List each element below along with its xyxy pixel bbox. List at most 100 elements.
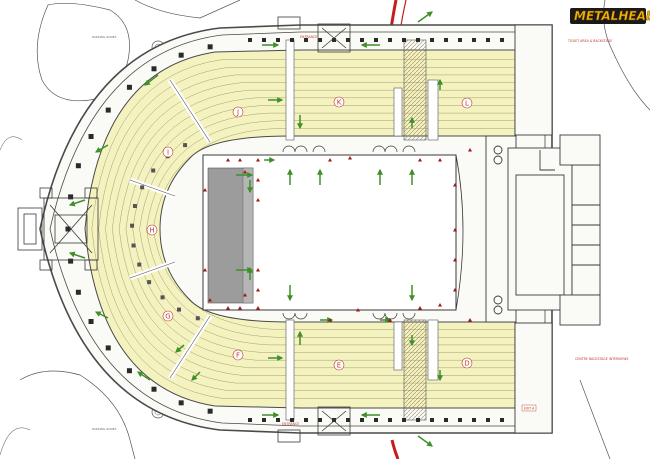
info-marker — [256, 306, 260, 310]
column — [430, 418, 434, 422]
column — [486, 418, 490, 422]
bottom-tag: EXIT A — [524, 407, 535, 411]
info-marker — [238, 158, 242, 162]
column — [416, 38, 420, 42]
column — [360, 418, 364, 422]
column — [346, 418, 350, 422]
column — [195, 316, 200, 321]
section-letter: F — [236, 351, 240, 359]
column — [207, 44, 213, 50]
section-bubble — [461, 97, 473, 109]
parking-top-label: PARKING ZONES — [92, 35, 117, 39]
info-marker — [453, 288, 457, 292]
info-marker — [226, 306, 230, 310]
column — [360, 38, 364, 42]
column — [68, 194, 74, 200]
section-bubble — [333, 359, 345, 371]
column — [140, 185, 145, 190]
section-f-label: F — [232, 349, 244, 361]
column — [458, 418, 462, 422]
column — [318, 38, 322, 42]
info-marker — [328, 158, 332, 162]
section-bubble — [232, 106, 244, 118]
right-top-note: TICKET AREA & BACKSTAGE — [567, 39, 612, 43]
column — [248, 38, 252, 42]
info-marker — [256, 158, 260, 162]
section-letter: J — [236, 108, 239, 116]
column — [177, 307, 182, 312]
column — [207, 408, 213, 414]
column — [430, 38, 434, 42]
logo-text: METALHEAD — [574, 9, 650, 23]
column — [137, 262, 142, 267]
column — [262, 418, 266, 422]
column — [472, 38, 476, 42]
section-e-label: E — [333, 359, 345, 371]
section-letter: H — [149, 226, 154, 234]
info-marker — [243, 170, 247, 174]
flow-arrow — [175, 344, 185, 353]
column — [88, 134, 94, 139]
info-marker — [438, 158, 442, 162]
floor-curve — [455, 154, 464, 311]
column — [132, 204, 137, 209]
column — [388, 418, 392, 422]
section-letter: E — [337, 361, 341, 369]
column — [131, 243, 136, 248]
column — [75, 163, 81, 169]
info-marker — [388, 318, 392, 322]
flow-arrow — [191, 371, 201, 381]
column — [318, 418, 322, 422]
section-bubble — [146, 224, 158, 236]
section-bubble — [162, 146, 174, 158]
info-marker — [203, 188, 207, 192]
column — [416, 418, 420, 422]
column — [500, 418, 504, 422]
info-marker — [256, 178, 260, 182]
info-marker — [256, 268, 260, 272]
section-bubble — [232, 349, 244, 361]
flow-arrow — [144, 74, 159, 86]
column — [68, 258, 74, 264]
section-bubble — [162, 310, 174, 322]
section-k-label: K — [333, 96, 345, 108]
column — [248, 418, 252, 422]
column — [486, 38, 490, 42]
column — [500, 38, 504, 42]
stair-towers — [277, 16, 351, 443]
column — [151, 386, 157, 392]
info-marker — [356, 308, 360, 312]
info-marker — [418, 158, 422, 162]
column — [444, 38, 448, 42]
section-h-label: H — [146, 224, 158, 236]
column — [444, 418, 448, 422]
info-marker — [453, 258, 457, 262]
section-bubble — [461, 357, 473, 369]
stage-front — [242, 167, 254, 304]
section-l-label: L — [461, 97, 473, 109]
column — [160, 295, 165, 300]
flow-arrows — [68, 11, 443, 447]
info-marker — [453, 183, 457, 187]
info-marker — [328, 318, 332, 322]
column — [402, 418, 406, 422]
seating-bowl — [84, 49, 516, 409]
column — [276, 418, 280, 422]
column — [183, 143, 188, 148]
column — [262, 38, 266, 42]
right-bottom-note: CENTRE BACKSTAGE INTERVIEWS — [575, 357, 628, 361]
column — [126, 84, 132, 90]
section-bubble — [333, 96, 345, 108]
gate-bottom-label: ENTRANCE — [282, 422, 299, 426]
section-letter: D — [464, 359, 469, 367]
column — [130, 223, 135, 228]
column — [75, 289, 81, 295]
column — [346, 38, 350, 42]
aisles — [129, 39, 439, 421]
column — [276, 38, 280, 42]
column — [374, 418, 378, 422]
column — [388, 38, 392, 42]
info-marker — [238, 306, 242, 310]
